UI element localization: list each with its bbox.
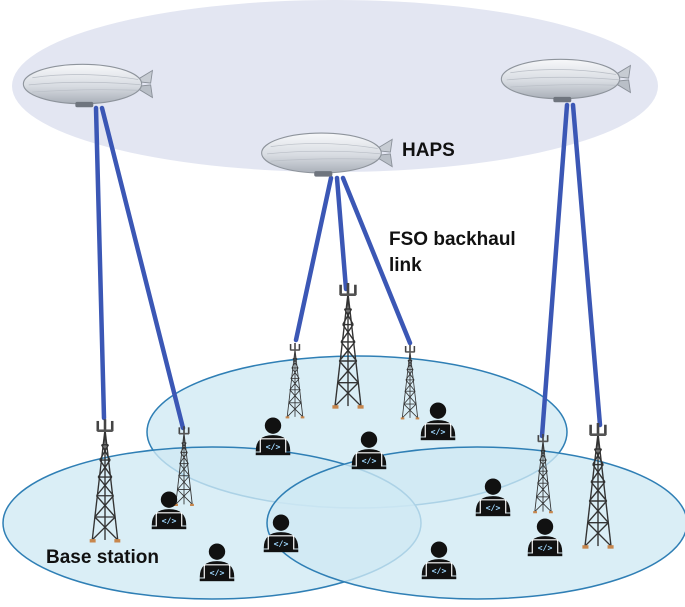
coverage-cells [2,355,685,600]
fso-link [539,102,570,439]
fso-backhaul-label-line2: link [389,255,422,276]
fso-backhaul-label-line1: FSO backhaul [389,229,516,250]
fso-link [93,105,107,421]
fso-link [334,175,349,292]
cell-tower-icon [331,282,365,410]
fso-link [293,175,334,343]
haps-label: HAPS [402,140,455,161]
fso-link [570,102,603,428]
coverage-cell-right [266,446,685,600]
base-station-label: Base station [46,547,159,568]
fso-link [340,175,413,346]
haps-layer-ellipse [12,0,658,172]
fso-link [99,105,186,431]
fso-links [93,102,603,439]
